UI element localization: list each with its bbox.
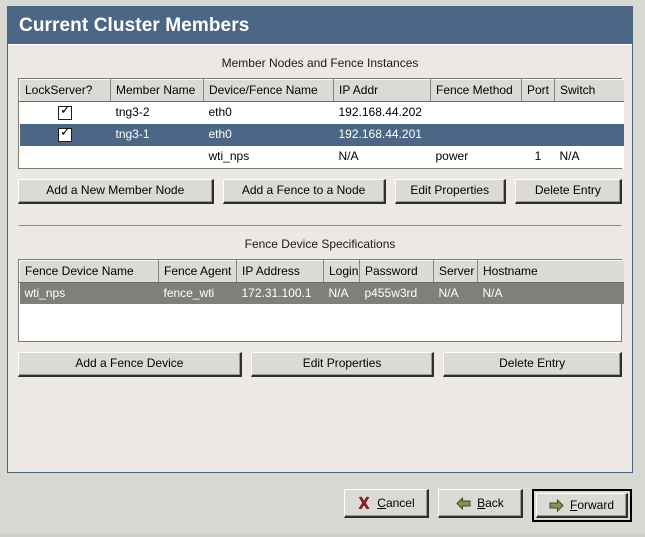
member-name-cell: tng3-2 — [110, 101, 204, 124]
column-header-fence-device-name[interactable]: Fence Device Name — [19, 259, 159, 283]
back-label-rest: ack — [485, 496, 504, 510]
fence-device-name-cell: wti_nps — [19, 282, 159, 305]
fence-devices-header-row: Fence Device Name Fence Agent IP Address… — [19, 259, 624, 283]
fence-section-heading: Fence Device Specifications — [244, 236, 396, 251]
port-cell — [521, 123, 555, 146]
page-title: Current Cluster Members — [19, 14, 250, 36]
device-fence-name-cell: wti_nps — [203, 145, 334, 168]
switch-cell: N/A — [554, 145, 624, 168]
column-header-device-fence-name[interactable]: Device/Fence Name — [203, 79, 334, 102]
arrow-right-icon — [549, 498, 564, 512]
cancel-label-rest: ancel — [385, 496, 415, 510]
column-header-switch[interactable]: Switch — [554, 79, 624, 102]
delete-entry-button-fence[interactable]: Delete Entry — [443, 351, 622, 377]
column-header-fence-method[interactable]: Fence Method — [430, 79, 522, 102]
column-header-ip-address[interactable]: IP Address — [236, 259, 324, 283]
device-fence-name-cell: eth0 — [203, 123, 334, 146]
ip-addr-cell: N/A — [333, 145, 431, 168]
dialog-footer: Cancel Back Forward — [0, 479, 645, 537]
fence-method-cell — [430, 123, 522, 146]
add-fence-to-node-button[interactable]: Add a Fence to a Node — [222, 178, 386, 204]
cancel-button-label: Cancel — [377, 496, 414, 510]
table-row[interactable]: ✓ tng3-1 eth0 192.168.44.201 — [19, 123, 624, 146]
window-titlebar: Current Cluster Members — [8, 7, 632, 45]
lockserver-cell[interactable]: ✓ — [19, 101, 111, 124]
column-header-ip-addr[interactable]: IP Addr — [333, 79, 431, 102]
column-header-port[interactable]: Port — [521, 79, 555, 102]
fence-devices-table-container: Fence Device Name Fence Agent IP Address… — [18, 258, 624, 342]
password-cell: p455w3rd — [359, 282, 434, 305]
back-button-label: Back — [477, 496, 504, 510]
ip-address-cell: 172.31.100.1 — [236, 282, 324, 305]
edit-properties-button-fence[interactable]: Edit Properties — [250, 351, 435, 377]
checkbox-icon[interactable]: ✓ — [58, 102, 72, 120]
table-row[interactable]: wti_nps N/A power 1 N/A — [19, 145, 624, 168]
forward-button-default-frame: Forward — [531, 489, 632, 522]
edit-properties-button-members[interactable]: Edit Properties — [394, 178, 506, 204]
add-new-member-node-button[interactable]: Add a New Member Node — [18, 178, 214, 204]
footer-button-group: Cancel Back Forward — [343, 489, 632, 522]
arrow-left-icon — [456, 496, 471, 510]
switch-cell — [554, 101, 624, 124]
ip-addr-cell: 192.168.44.201 — [333, 123, 431, 146]
forward-label-rest: orward — [577, 498, 614, 512]
back-mnemonic: B — [477, 496, 486, 510]
port-cell — [521, 101, 555, 124]
member-name-cell: tng3-1 — [110, 123, 204, 146]
lockserver-cell — [19, 145, 111, 168]
section-divider — [19, 224, 621, 226]
column-header-member-name[interactable]: Member Name — [110, 79, 204, 102]
members-section-heading: Member Nodes and Fence Instances — [221, 56, 419, 70]
member-name-cell — [110, 145, 204, 168]
back-button[interactable]: Back — [437, 489, 523, 518]
server-cell: N/A — [433, 282, 478, 305]
table-row[interactable]: ✓ tng3-2 eth0 192.168.44.202 — [19, 101, 624, 124]
fence-devices-table: Fence Device Name Fence Agent IP Address… — [19, 259, 624, 305]
column-header-fence-agent[interactable]: Fence Agent — [158, 259, 237, 283]
panel-body: Member Nodes and Fence Instances LockSer… — [8, 45, 632, 472]
port-cell: 1 — [521, 145, 555, 168]
bottom-strip — [0, 533, 645, 537]
cancel-mnemonic: C — [377, 496, 386, 510]
cancel-button[interactable]: Cancel — [343, 489, 429, 518]
fence-method-cell — [430, 101, 522, 124]
column-header-lockserver[interactable]: LockServer? — [19, 79, 111, 102]
lockserver-cell[interactable]: ✓ — [19, 123, 111, 146]
forward-mnemonic: F — [569, 498, 578, 512]
hostname-cell: N/A — [477, 282, 624, 305]
switch-cell — [554, 123, 624, 146]
member-nodes-table: LockServer? Member Name Device/Fence Nam… — [19, 79, 624, 168]
delete-entry-button-members[interactable]: Delete Entry — [514, 178, 623, 204]
checkbox-icon[interactable]: ✓ — [58, 124, 72, 142]
device-fence-name-cell: eth0 — [203, 101, 334, 124]
cancel-x-icon — [357, 496, 371, 510]
member-nodes-table-container: LockServer? Member Name Device/Fence Nam… — [18, 78, 624, 169]
forward-button-label: Forward — [570, 498, 614, 512]
table-row[interactable]: wti_nps fence_wti 172.31.100.1 N/A p455w… — [19, 282, 624, 305]
column-header-server[interactable]: Server — [433, 259, 478, 283]
fence-devices-button-row: Add a Fence Device Edit Properties Delet… — [18, 351, 622, 377]
member-nodes-header-row: LockServer? Member Name Device/Fence Nam… — [19, 79, 624, 102]
cluster-members-panel: Current Cluster Members Member Nodes and… — [7, 6, 633, 473]
ip-addr-cell: 192.168.44.202 — [333, 101, 431, 124]
forward-button[interactable]: Forward — [535, 493, 628, 518]
column-header-login[interactable]: Login — [323, 259, 360, 283]
add-fence-device-button[interactable]: Add a Fence Device — [18, 351, 242, 377]
fence-method-cell: power — [430, 145, 522, 168]
column-header-password[interactable]: Password — [359, 259, 434, 283]
column-header-hostname[interactable]: Hostname — [477, 259, 624, 283]
member-nodes-button-row: Add a New Member Node Add a Fence to a N… — [18, 178, 623, 204]
login-cell: N/A — [323, 282, 360, 305]
fence-agent-cell: fence_wti — [158, 282, 237, 305]
